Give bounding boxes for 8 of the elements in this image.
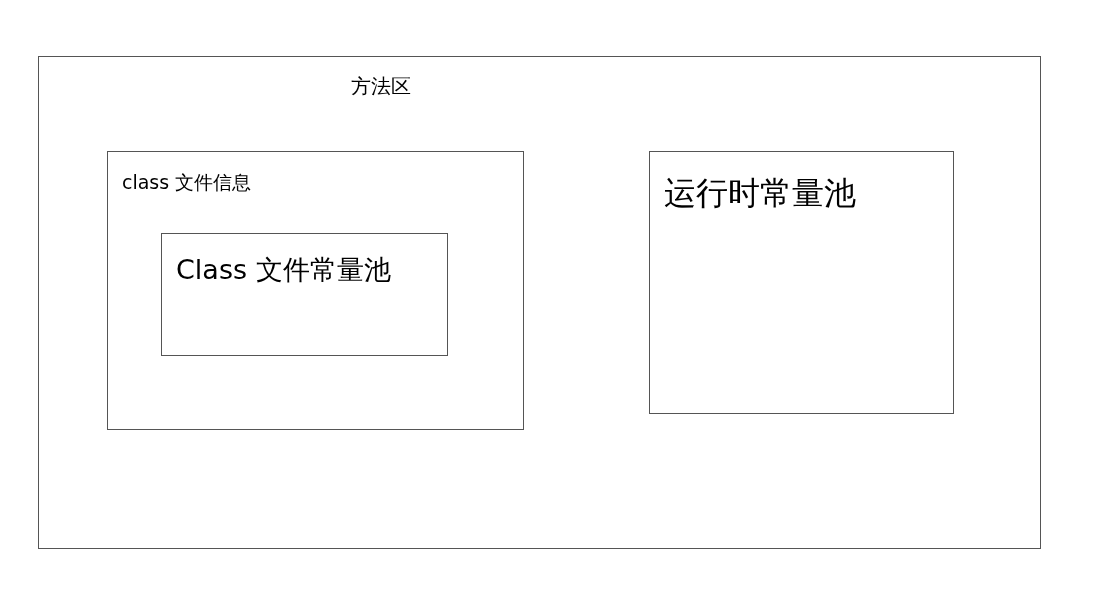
region-box xyxy=(649,151,954,414)
region-title: class 文件信息 xyxy=(122,170,252,195)
region-box xyxy=(38,56,1041,549)
region-title: 方法区 xyxy=(351,73,411,100)
region-title: 运行时常量池 xyxy=(664,173,856,214)
region-title: Class 文件常量池 xyxy=(176,253,391,287)
region-box xyxy=(107,151,524,430)
region-box xyxy=(161,233,448,356)
